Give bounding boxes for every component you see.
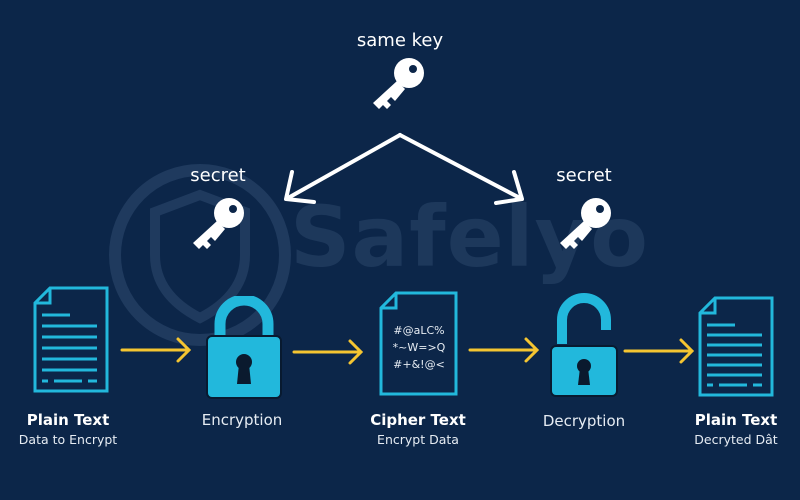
same-key-label: same key	[356, 30, 444, 51]
key-icon	[373, 58, 424, 109]
secret-label-left: secret	[190, 165, 246, 186]
cipher-line: *~W=>Q	[392, 341, 446, 354]
step-title: Plain Text	[26, 411, 110, 429]
step-subtitle: Data to Encrypt	[18, 432, 118, 447]
step-title: Decryption	[542, 412, 626, 430]
step-decryption: Decryption	[504, 412, 664, 430]
step-subtitle: Decryted Dât	[694, 432, 778, 447]
step-subtitle: Encrypt Data	[377, 432, 459, 447]
cipher-line: #@aLC%	[393, 324, 445, 337]
step-title: Cipher Text	[370, 411, 466, 429]
step-decrypted-text: Plain Text Decryted Dât	[656, 411, 800, 447]
step-encryption: Encryption	[162, 411, 322, 429]
step-plain-text: Plain Text Data to Encrypt	[0, 411, 148, 447]
secret-key-icon-right	[560, 198, 611, 249]
plain-text-document-icon	[33, 286, 109, 393]
step-title: Plain Text	[694, 411, 778, 429]
step-title: Encryption	[201, 411, 283, 429]
watermark-shield-logo	[109, 164, 291, 346]
decrypted-document-icon	[698, 296, 774, 397]
cipher-text-document-icon	[379, 291, 458, 396]
cipher-text-content: #@aLC% *~W=>Q #+&!@<	[379, 322, 459, 373]
open-lock-icon	[550, 293, 618, 397]
closed-lock-icon	[206, 296, 282, 399]
secret-key-icon-left	[193, 198, 244, 249]
secret-label-right: secret	[556, 165, 612, 186]
step-cipher-text: Cipher Text Encrypt Data	[338, 411, 498, 447]
cipher-line: #+&!@<	[393, 358, 445, 371]
